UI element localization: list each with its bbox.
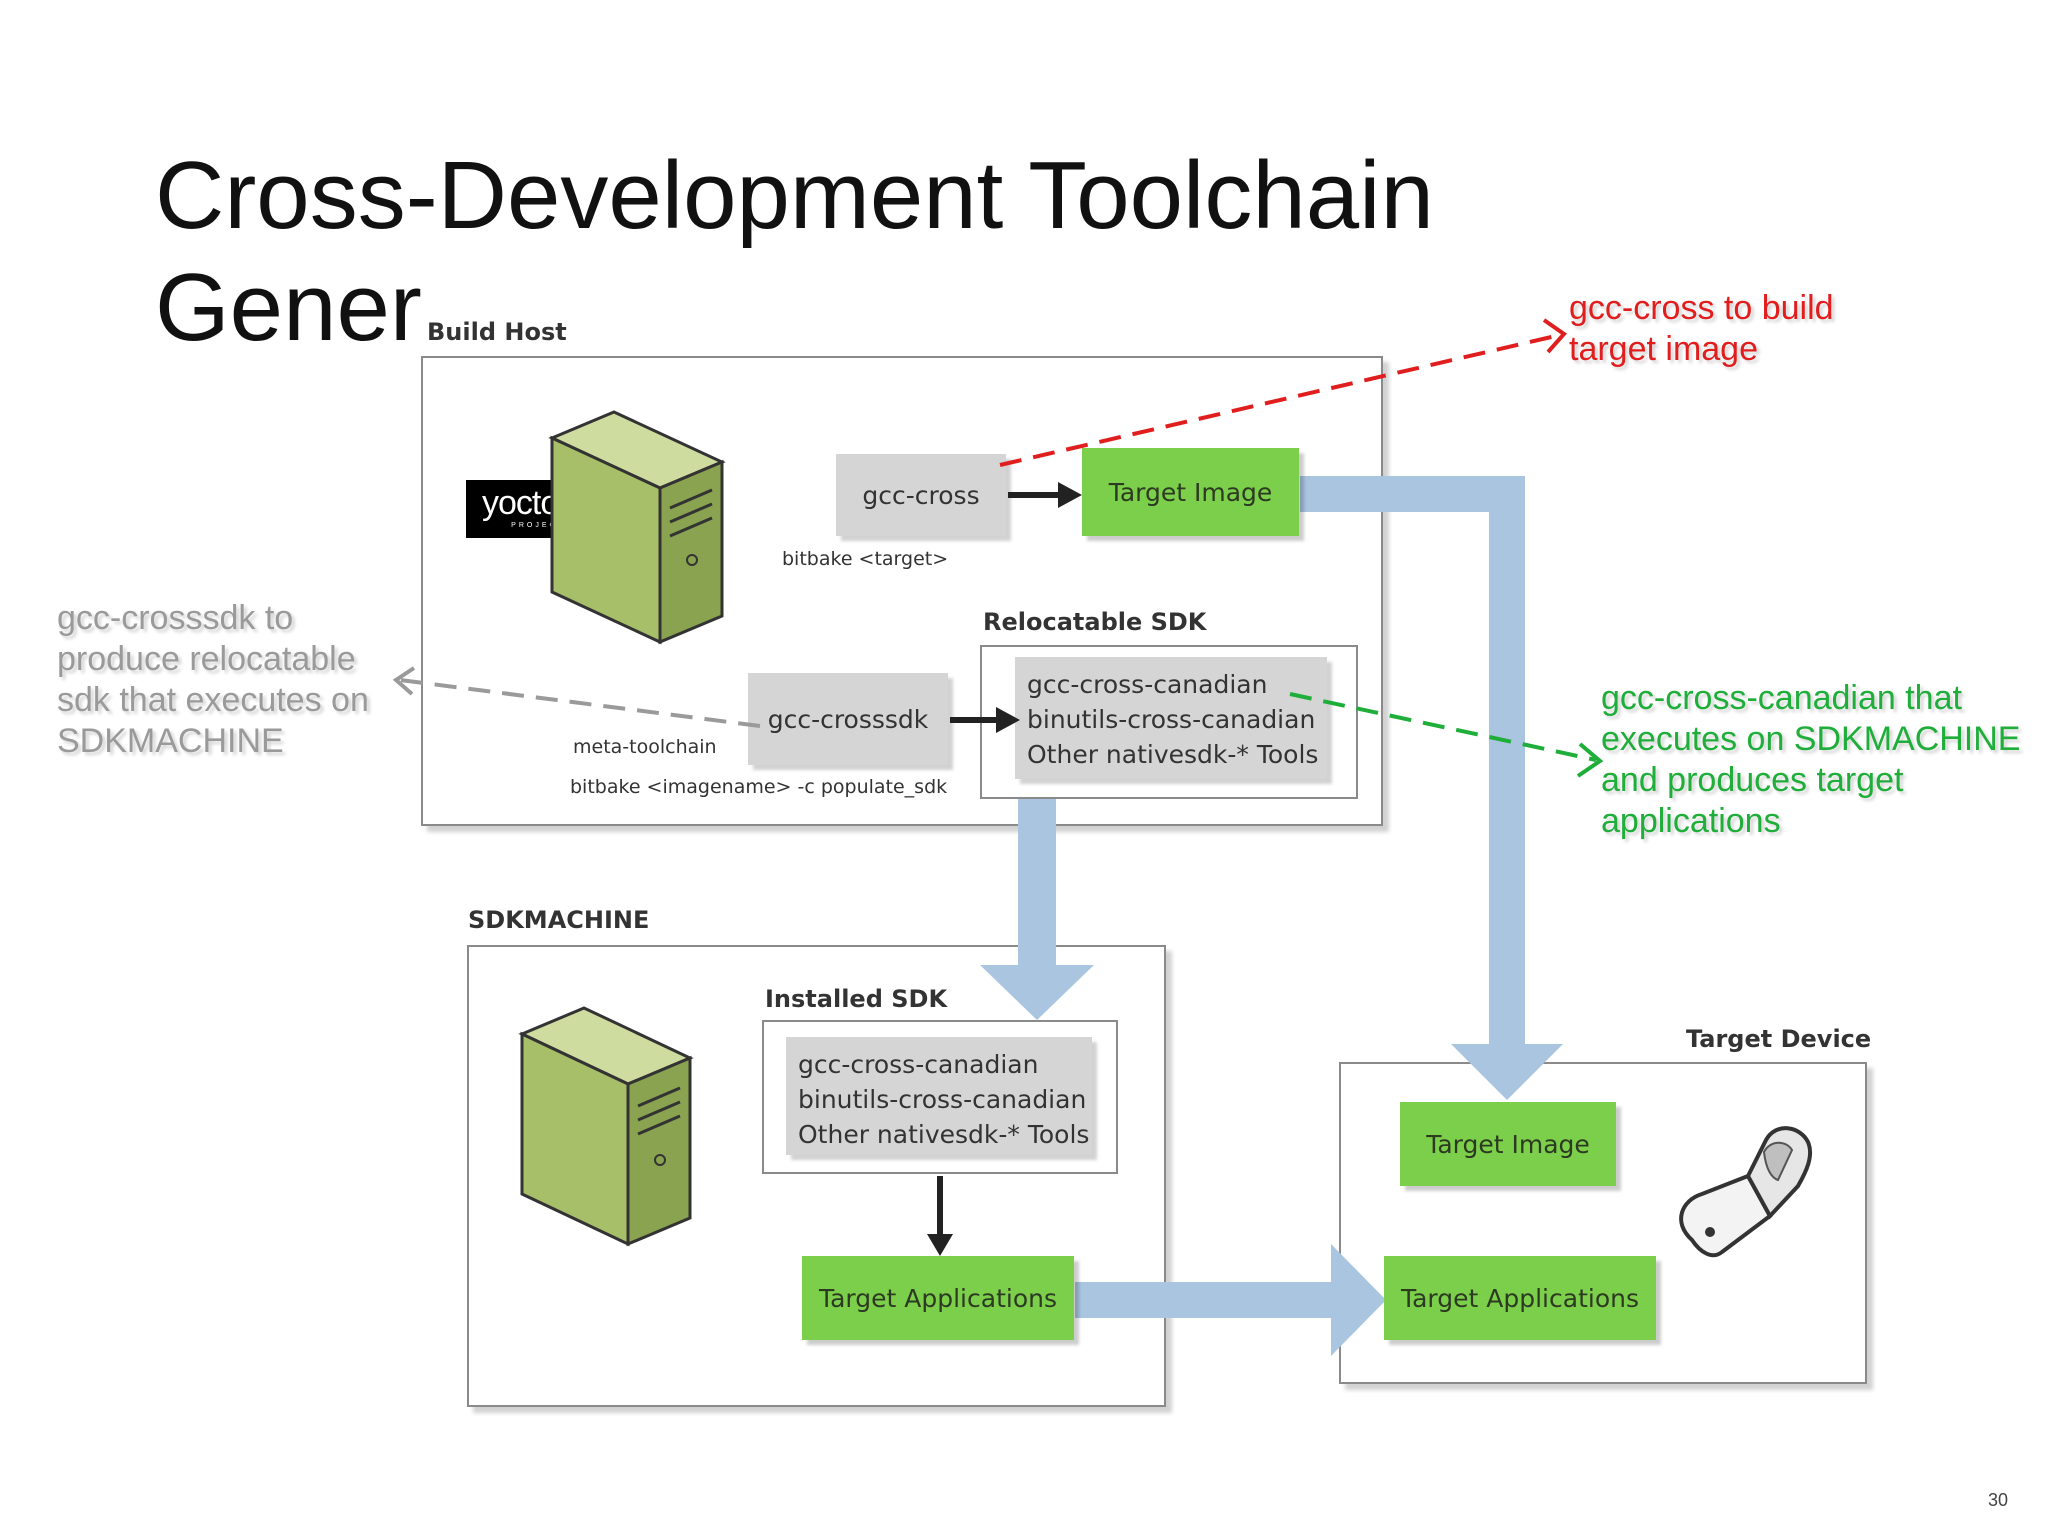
annotation-line: and produces target [1601,761,1904,799]
relocatable-sdk-title: Relocatable SDK [983,608,1207,636]
bitbake-populate-sdk-label: bitbake <imagename> -c populate_sdk [570,776,948,798]
installed-sdk-item: Other nativesdk-* Tools [798,1120,1090,1149]
annotation-gcc-crosssdk: gcc-crosssdk to produce relocatable sdk … [57,598,369,762]
installed-sdk-label: Installed SDK [765,985,948,1013]
gcc-crosssdk-box: gcc-crosssdk [748,673,948,765]
relocatable-sdk-item: gcc-cross-canadian [1027,670,1268,699]
black-arrow-installed-sdk-to-target-applications [927,1176,953,1256]
yocto-logo-tagline: PROJECT [511,522,565,529]
black-arrow-gcc-cross-to-target-image [1008,482,1082,508]
phone-icon [1679,1126,1813,1258]
build-host-server-icon [548,410,726,645]
relocatable-sdk-item: binutils-cross-canadian [1027,705,1316,734]
sdkmachine-label: SDKMACHINE [468,906,650,934]
title-line-1: Cross-Development Toolchain [155,142,1434,249]
flow-arrow-sdk-install [980,798,1094,1020]
relocatable-sdk-item: Other nativesdk-* Tools [1027,740,1319,769]
build-host-label: Build Host [427,318,567,346]
annotation-gcc-cross: gcc-cross to build target image [1569,288,1834,370]
flow-arrow-target-apps [1075,1244,1386,1356]
meta-toolchain-label: meta-toolchain [573,736,717,758]
annotation-line: gcc-crosssdk to [57,599,294,637]
annotation-line: produce relocatable [57,640,356,678]
gray-dashed-arrow [392,666,761,728]
target-applications-box-sdk: Target Applications [802,1256,1074,1340]
page-number: 30 [1987,1490,2008,1510]
annotation-gcc-cross-canadian: gcc-cross-canadian that executes on SDKM… [1601,678,2021,842]
relocatable-sdk-tools: gcc-cross-canadian binutils-cross-canadi… [1015,657,1327,779]
annotation-line: applications [1601,802,1781,840]
installed-sdk-tools: gcc-cross-canadian binutils-cross-canadi… [786,1037,1092,1155]
annotation-line: executes on SDKMACHINE [1601,720,2021,758]
title-line-2: Gener [155,254,422,361]
annotation-line: gcc-cross-canadian that [1601,679,1962,717]
slide-title: Cross-Development Toolchain Gener [155,140,1434,364]
annotation-line: sdk that executes on [57,681,369,719]
yocto-logo-text: yocto [482,484,559,522]
annotation-line: gcc-cross to build [1569,289,1834,327]
target-image-box-build: Target Image [1082,448,1299,536]
target-image-box-device: Target Image [1400,1102,1616,1186]
red-dashed-arrow [999,318,1567,467]
target-applications-box-device: Target Applications [1384,1256,1656,1340]
annotation-line: target image [1569,330,1758,368]
installed-sdk-item: binutils-cross-canadian [798,1085,1087,1114]
installed-sdk-item: gcc-cross-canadian [798,1050,1039,1079]
black-arrow-gcc-crosssdk-to-relocatable-sdk [950,707,1020,733]
flow-arrow-target-image [1300,476,1563,1100]
sdkmachine-server-icon [518,1006,694,1247]
bitbake-target-label: bitbake <target> [782,548,949,570]
annotation-line: SDKMACHINE [57,722,284,760]
green-dashed-arrow [1289,692,1604,778]
target-device-label: Target Device [1686,1025,1872,1053]
gcc-cross-box: gcc-cross [836,454,1006,536]
